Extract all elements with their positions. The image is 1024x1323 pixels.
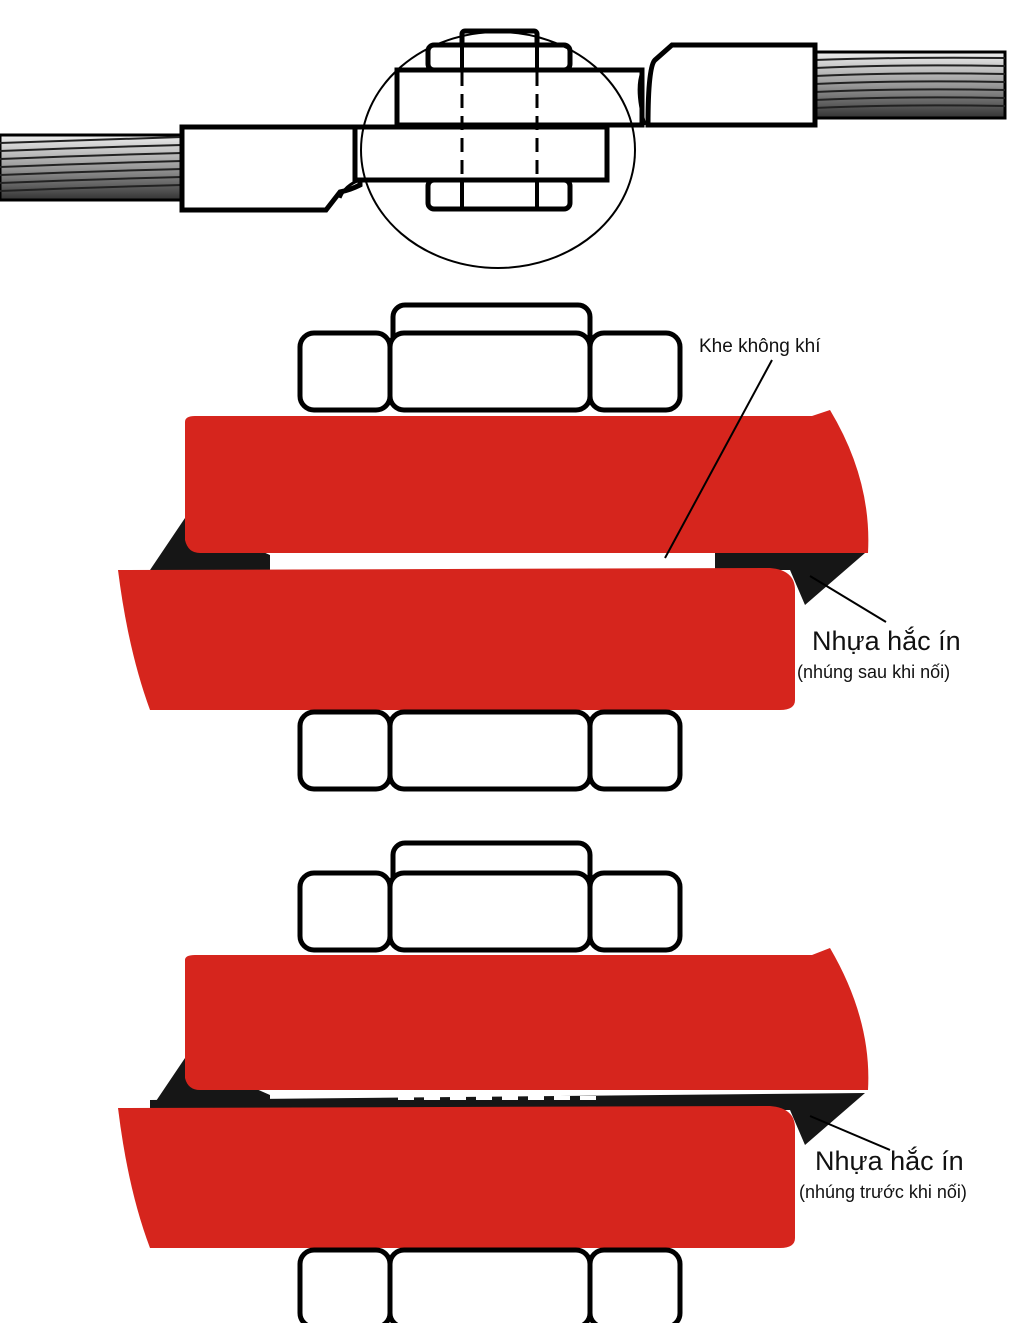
upper-conductor xyxy=(185,410,869,553)
right-cable-strands-icon xyxy=(813,50,1007,120)
bottom-nut xyxy=(300,712,680,789)
tar-note-before: (nhúng trước khi nối) xyxy=(799,1182,967,1202)
tar-label-before: Nhựa hắc ín xyxy=(815,1146,964,1176)
left-cable-strands-icon xyxy=(0,133,184,202)
lower-conductor xyxy=(118,568,795,710)
tar-leader xyxy=(809,1115,891,1151)
tar-label-after: Nhựa hắc ín xyxy=(812,626,961,656)
lower-lug-plate xyxy=(352,124,610,183)
top-nut xyxy=(300,333,680,410)
overview-joint xyxy=(0,28,1007,269)
tar-note-after: (nhúng sau khi nối) xyxy=(797,662,951,682)
bottom-nut xyxy=(300,1250,680,1323)
bottom-nut xyxy=(425,177,573,212)
left-lug xyxy=(179,124,363,213)
top-nut xyxy=(300,873,680,950)
section-tar-before xyxy=(118,840,891,1323)
section-tar-after xyxy=(118,302,887,789)
detail-circle xyxy=(360,31,636,269)
air-gap-leader xyxy=(664,359,773,559)
tar-layer xyxy=(150,1093,865,1145)
top-nut xyxy=(425,42,573,73)
air-gap-label: Khe không khí xyxy=(699,336,821,357)
right-lug xyxy=(645,42,818,128)
tar-right xyxy=(715,553,865,605)
bolt-hidden-lines xyxy=(460,72,539,178)
lower-conductor xyxy=(118,1106,795,1248)
upper-lug-plate xyxy=(394,67,645,128)
tar-leader xyxy=(809,575,887,623)
upper-conductor xyxy=(185,948,869,1090)
